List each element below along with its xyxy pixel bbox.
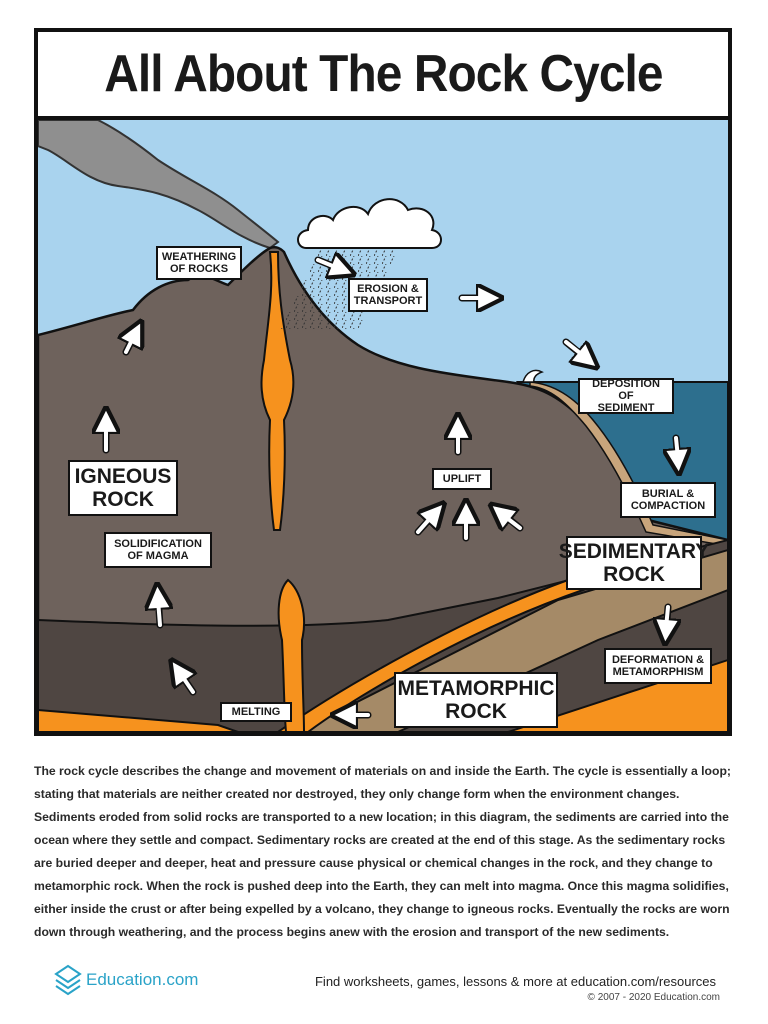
page-title: All About The Rock Cycle: [103, 45, 663, 103]
label-deformation: DEFORMATION & METAMORPHISM: [604, 648, 712, 684]
label-sedimentary-rock: SEDIMENTARY ROCK: [559, 536, 709, 590]
label-deposition: DEPOSITION OF SEDIMENT: [578, 378, 674, 414]
label-burial: BURIAL & COMPACTION: [620, 482, 716, 518]
cloud: [297, 198, 442, 249]
title-bar: All About The Rock Cycle: [38, 32, 728, 120]
label-weathering: WEATHERING OF ROCKS: [156, 246, 242, 280]
label-metamorphic-rock: METAMORPHIC ROCK: [394, 672, 558, 728]
magma-conduit-upper: [260, 251, 295, 531]
orange-band-3: [38, 708, 239, 732]
footer-resources-link[interactable]: Find worksheets, games, lessons & more a…: [314, 974, 716, 989]
volcano-smoke: [38, 120, 280, 250]
rock-cycle-illustration: [38, 120, 728, 732]
description-paragraph: The rock cycle describes the change and …: [34, 764, 731, 939]
label-uplift: UPLIFT: [432, 468, 492, 490]
label-melting: MELTING: [220, 702, 292, 722]
label-erosion: EROSION & TRANSPORT: [348, 278, 428, 312]
label-igneous-rock: IGNEOUS ROCK: [68, 460, 178, 516]
diagram-frame: All About The Rock Cycle: [34, 28, 732, 736]
education-logo-icon: [54, 964, 82, 996]
brand-logo[interactable]: Education.com: [52, 964, 198, 996]
brand-name: Education.com: [86, 970, 199, 989]
label-solidification: SOLIDIFICATION OF MAGMA: [104, 532, 212, 568]
wave: [521, 369, 544, 383]
magma-conduit-lower: [277, 578, 306, 732]
copyright-text: © 2007 - 2020 Education.com: [587, 992, 720, 1003]
